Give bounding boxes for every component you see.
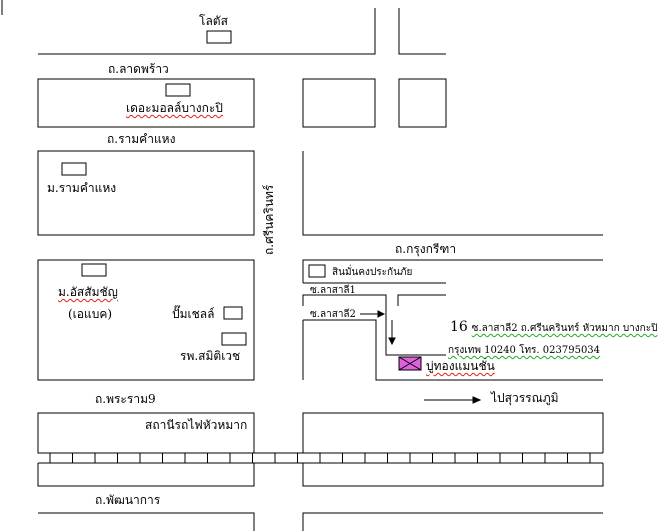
insurance-label: สินมั่นคงประกันภัย xyxy=(332,267,413,278)
railway-ties xyxy=(49,453,591,463)
block-top-left xyxy=(38,8,376,55)
the-mall-label: เดอะมอลล์บางกะปิ xyxy=(126,101,223,115)
block-below-rama9-right xyxy=(302,412,604,453)
hospital-label: รพ.สมิติเวช xyxy=(180,349,241,363)
lotus-label: โลตัส xyxy=(199,14,228,28)
road-phatthanakan: ถ.พัฒนาการ xyxy=(95,493,161,507)
mall-box xyxy=(165,83,191,97)
pump-label: ปั๊มเชลล์ xyxy=(172,307,215,321)
road-krung-kreetha: ถ.กรุงกรีฑา xyxy=(395,242,457,256)
block-right-1 xyxy=(302,78,376,128)
block-mall xyxy=(37,78,255,128)
destination-label: บู่ทองแมนชั่น xyxy=(426,359,495,373)
road-lat-phrao: ถ.ลาดพร้าว xyxy=(108,62,169,76)
block-top-right xyxy=(398,8,446,55)
address-number: 16 xyxy=(450,319,468,335)
soi2-arrow-head xyxy=(377,310,386,318)
ramkhamhaeng-univ-label: ม.รามคำแหง xyxy=(47,181,117,195)
abac-label: (เอแบค) xyxy=(68,307,113,321)
road-ramkhamhaeng: ถ.รามคำแหง xyxy=(107,132,176,146)
block-right-2 xyxy=(398,78,447,128)
block-srinakarin-right xyxy=(302,151,603,236)
block-insurance xyxy=(302,259,603,283)
down-arrow-head xyxy=(388,337,396,346)
block-lower-right xyxy=(303,319,603,381)
address-street: ซ.ลาสาลี2 ถ.ศรีนครินทร์ หัวหมาก บางกะปิ xyxy=(471,323,658,334)
assumption-box xyxy=(81,263,107,277)
assumption-univ-label: ม.อัสสัมชัญ xyxy=(58,285,118,299)
address-line2: กรุงเทพ 10240 โทร. 023795034 xyxy=(448,345,601,356)
road-srinakarin: ถ.ศรีนครินทร์ xyxy=(262,184,276,255)
block-bottom-right xyxy=(302,463,604,487)
block-assumption xyxy=(37,259,255,381)
soi1-lower-right xyxy=(397,294,446,306)
block-very-bottom-right xyxy=(302,512,603,531)
lotus-box xyxy=(206,30,232,44)
airport-arrow-head xyxy=(472,396,482,404)
block-bottom-left xyxy=(37,463,255,487)
road-rama9: ถ.พระราม9 xyxy=(95,392,156,406)
block-very-bottom-left xyxy=(38,512,255,531)
soi-lasalle1-label: ซ.ลาสาลี1 xyxy=(310,285,356,296)
ramkhamhaeng-box xyxy=(61,162,87,176)
station-label: สถานีรถไฟหัวหมาก xyxy=(145,418,248,432)
soi-lasalle2-label: ซ.ลาสาลี2 xyxy=(310,309,356,320)
insurance-box xyxy=(308,264,326,278)
hospital-box xyxy=(221,332,247,346)
pump-box xyxy=(223,306,243,320)
soi2-upper xyxy=(385,306,446,356)
address-line1: 16 ซ.ลาสาลี2 ถ.ศรีนครินทร์ หัวหมาก บางกะ… xyxy=(450,320,657,336)
destination-marker xyxy=(398,356,422,371)
to-airport-label: ไปสุวรรณภูมิ xyxy=(491,391,559,405)
block-ramkhamhaeng xyxy=(37,150,255,236)
soi1-lower-left xyxy=(302,294,387,306)
